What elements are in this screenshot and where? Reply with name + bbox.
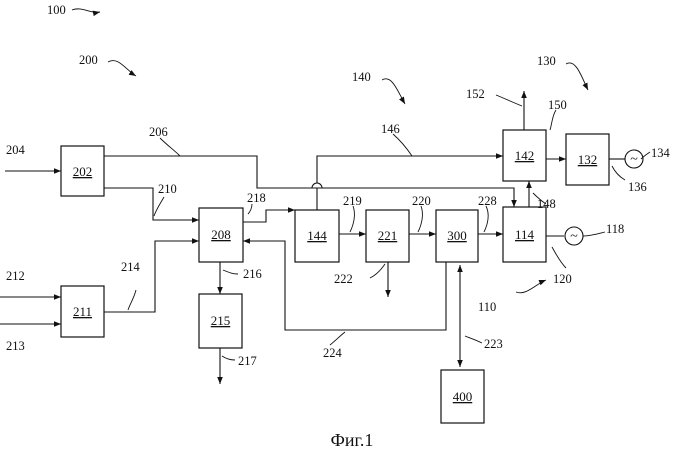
box-400: 400 xyxy=(441,370,484,423)
ref-218: 218 xyxy=(247,191,266,205)
box-132: 132 xyxy=(566,134,609,185)
ref-228: 228 xyxy=(478,194,497,208)
generator-symbol-134: ~ xyxy=(625,150,643,168)
ref-200: 200 xyxy=(79,53,98,67)
ref-140: 140 xyxy=(352,70,371,84)
ref-110: 110 xyxy=(478,300,496,314)
ref-213: 213 xyxy=(6,339,25,353)
figure-caption: Фиг.1 xyxy=(331,430,374,450)
ref-148: 148 xyxy=(537,197,556,211)
box-142: 142 xyxy=(503,130,546,181)
box-label-221: 221 xyxy=(378,228,398,243)
box-label-132: 132 xyxy=(578,152,598,167)
box-label-144: 144 xyxy=(307,228,327,243)
box-144: 144 xyxy=(295,210,339,262)
box-label-142: 142 xyxy=(515,148,535,163)
ref-217: 217 xyxy=(238,354,257,368)
ref-204: 204 xyxy=(6,143,26,157)
box-label-208: 208 xyxy=(211,227,231,242)
box-300: 300 xyxy=(436,210,478,262)
box-202: 202 xyxy=(61,146,104,196)
ref-118: 118 xyxy=(606,222,624,236)
ref-120: 120 xyxy=(553,272,572,286)
ref-210: 210 xyxy=(158,182,177,196)
ac-symbol-118: ~ xyxy=(570,229,578,244)
ref-152: 152 xyxy=(466,87,485,101)
ref-130: 130 xyxy=(537,54,556,68)
box-215: 215 xyxy=(199,294,242,348)
ref-223: 223 xyxy=(484,337,503,351)
generator-symbol-118: ~ xyxy=(565,227,583,245)
ref-222: 222 xyxy=(334,272,353,286)
ref-214: 214 xyxy=(121,260,141,274)
ref-220: 220 xyxy=(412,194,431,208)
box-label-215: 215 xyxy=(211,313,231,328)
ref-134: 134 xyxy=(651,146,671,160)
ref-216: 216 xyxy=(243,267,262,281)
box-label-202: 202 xyxy=(73,164,93,179)
box-208: 208 xyxy=(199,208,243,262)
box-label-211: 211 xyxy=(73,304,92,319)
box-211: 211 xyxy=(61,286,104,337)
ref-224: 224 xyxy=(323,346,343,360)
ref-136: 136 xyxy=(628,180,647,194)
ref-146: 146 xyxy=(381,122,400,136)
ref-219: 219 xyxy=(343,194,362,208)
box-label-400: 400 xyxy=(453,389,473,404)
ref-212: 212 xyxy=(6,269,25,283)
box-114: 114 xyxy=(503,207,546,262)
ref-100: 100 xyxy=(47,3,66,17)
box-221: 221 xyxy=(366,210,409,262)
ref-206: 206 xyxy=(149,125,168,139)
box-label-300: 300 xyxy=(447,228,467,243)
ac-symbol-134: ~ xyxy=(630,152,638,167)
ref-150: 150 xyxy=(548,98,567,112)
box-label-114: 114 xyxy=(515,227,535,242)
